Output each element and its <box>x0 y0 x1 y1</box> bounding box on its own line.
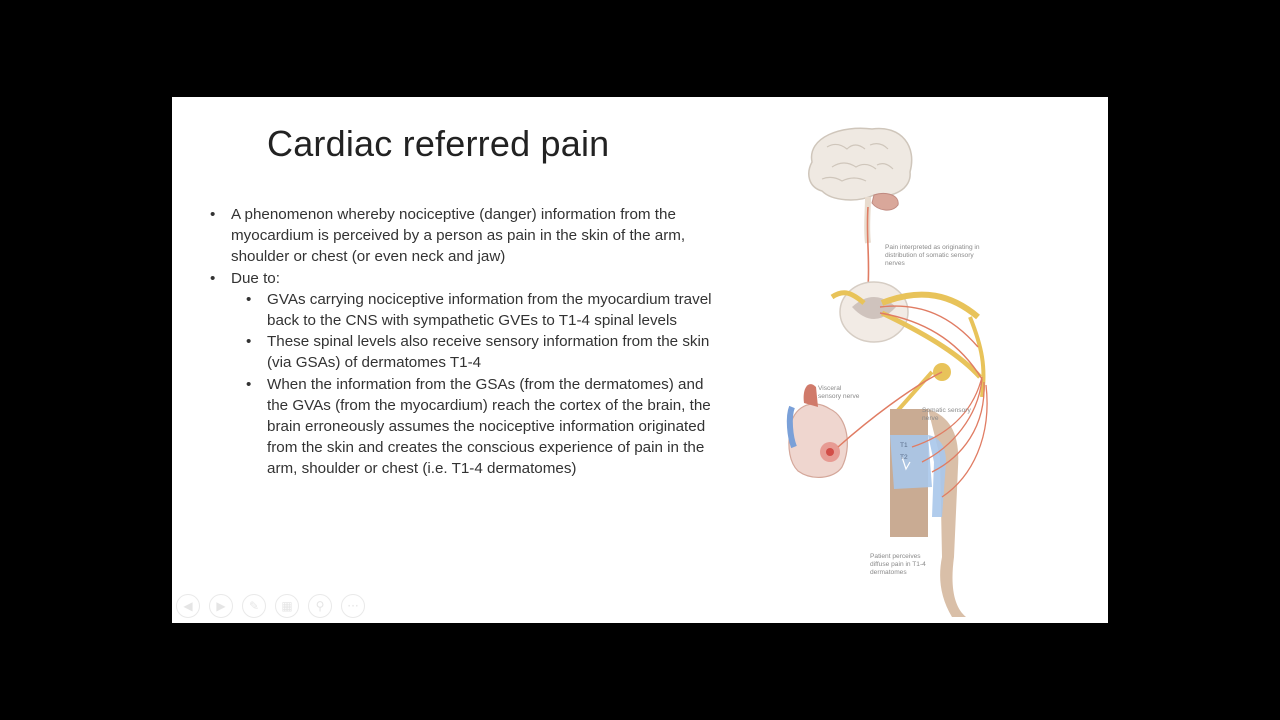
dermatome-t1-label: T1 <box>900 442 908 449</box>
bullet-item: • A phenomenon whereby nociceptive (dange… <box>208 204 728 268</box>
patient-perceives-label: Patient perceives diffuse pain in T1-4 d… <box>870 553 926 576</box>
slide: Cardiac referred pain • A phenomenon wher… <box>172 97 1108 623</box>
dermatome-t2-label: T2 <box>900 454 908 461</box>
zoom-icon[interactable]: ⚲ <box>308 594 332 618</box>
bullet-text: Due to: <box>231 269 280 287</box>
ascending-tract <box>866 206 870 288</box>
bullet-icon: • <box>246 290 252 308</box>
spinal-cord-section <box>830 281 986 419</box>
visceral-sensory-nerve <box>837 371 943 448</box>
anatomy-illustration <box>786 127 988 617</box>
visceral-nerve-label: Visceral sensory nerve <box>818 385 860 400</box>
prev-icon[interactable]: ◀ <box>176 594 200 618</box>
slideshow-controls: ◀ ▶ ✎ ▦ ⚲ ··· <box>176 594 365 618</box>
bullet-item: • Due to: <box>208 268 728 289</box>
sub-bullet-item: • GVAs carrying nociceptive information f… <box>208 289 728 331</box>
bullet-text: GVAs carrying nociceptive information fr… <box>267 290 712 330</box>
torso-and-arm <box>890 409 966 617</box>
bullet-icon: • <box>210 206 216 223</box>
somatic-nerve-label: Somatic sensory nerve <box>922 407 971 422</box>
next-icon[interactable]: ▶ <box>209 594 233 618</box>
brain-illustration <box>808 127 913 244</box>
slide-title: Cardiac referred pain <box>267 123 610 164</box>
heart-illustration <box>786 384 848 478</box>
bullet-icon: • <box>210 269 216 287</box>
referred-pain-diagram: Pain interpreted as originating in distr… <box>782 117 1102 617</box>
bullet-icon: • <box>246 375 252 393</box>
bullet-text: When the information from the GSAs (from… <box>267 375 711 478</box>
slides-icon[interactable]: ▦ <box>275 594 299 618</box>
bullet-text: These spinal levels also receive sensory… <box>267 333 710 372</box>
pen-icon[interactable]: ✎ <box>242 594 266 618</box>
more-icon[interactable]: ··· <box>341 594 365 618</box>
brain-label: Pain interpreted as originating in distr… <box>885 244 980 267</box>
sub-bullet-item: • These spinal levels also receive sensor… <box>208 331 728 373</box>
bullet-icon: • <box>246 333 252 351</box>
bullet-text: A phenomenon whereby nociceptive (danger… <box>231 206 686 266</box>
sub-bullet-item: • When the information from the GSAs (fro… <box>208 374 728 480</box>
slide-body: • A phenomenon whereby nociceptive (dange… <box>208 204 728 480</box>
somatic-sensory-nerves <box>911 376 988 498</box>
